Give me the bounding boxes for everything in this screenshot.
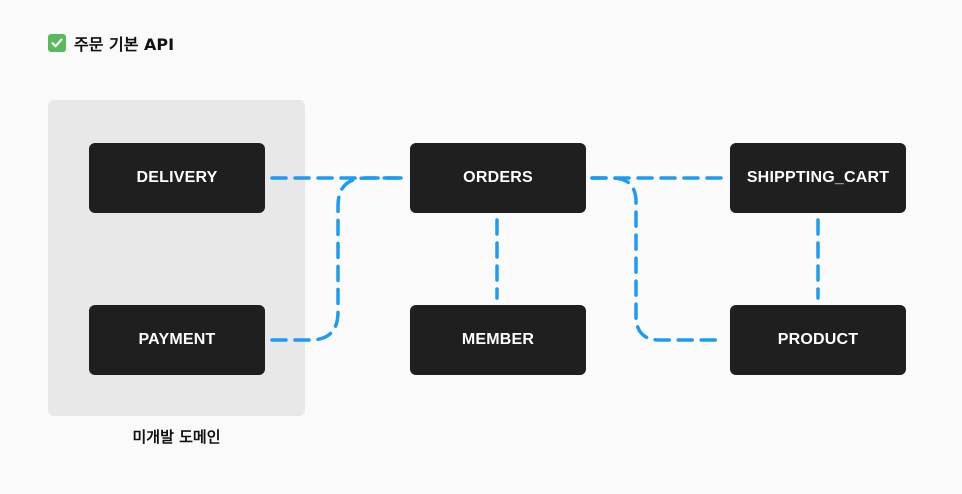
edge-orders-product (590, 176, 726, 342)
node-shipping-cart: SHIPPTING_CART (730, 143, 906, 213)
node-payment: PAYMENT (89, 305, 265, 375)
header: 주문 기본 API (48, 28, 174, 58)
node-delivery: DELIVERY (89, 143, 265, 213)
node-orders: ORDERS (410, 143, 586, 213)
page-title: 주문 기본 API (74, 35, 175, 54)
node-product: PRODUCT (730, 305, 906, 375)
node-member: MEMBER (410, 305, 586, 375)
edge-payment-orders (270, 176, 404, 342)
check-mark-icon (48, 34, 66, 52)
group-label: 미개발 도메인 (132, 428, 221, 446)
